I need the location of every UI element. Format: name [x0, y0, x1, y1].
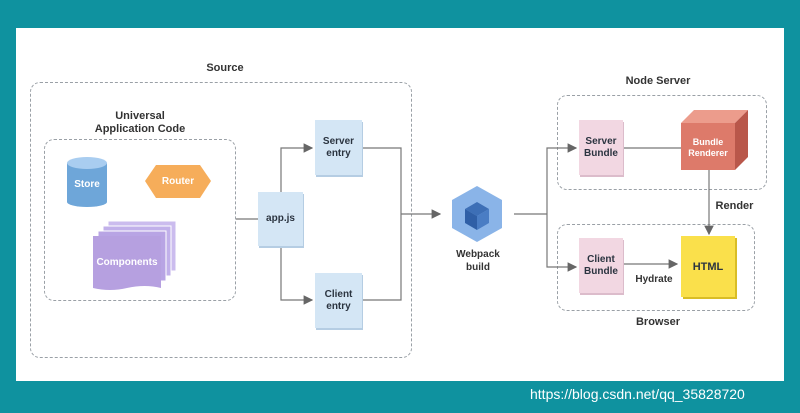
html-file: HTML — [681, 236, 735, 297]
node-server-group — [557, 95, 767, 190]
components-label: Components — [96, 257, 158, 268]
watermark-text: https://blog.csdn.net/qq_35828720 — [530, 386, 745, 402]
bundle-renderer-box — [681, 110, 748, 170]
store-label: Store — [74, 179, 100, 190]
appjs-to-client-entry-arrow — [280, 246, 314, 305]
router-label: Router — [161, 176, 195, 187]
render-label: Render — [715, 200, 754, 212]
router-icon — [145, 165, 211, 198]
server-entry-file: Server entry — [315, 120, 362, 175]
server-bundle-file: Server Bundle — [579, 120, 623, 175]
bundle-renderer-label: Bundle Renderer — [688, 137, 728, 158]
client-entry-file: Client entry — [315, 273, 362, 328]
client-bundle-file: Client Bundle — [579, 238, 623, 293]
components-icon — [93, 220, 177, 290]
webpack-icon — [452, 186, 502, 242]
diagram-canvas — [16, 28, 784, 381]
node-server-title: Node Server — [625, 75, 691, 87]
webpack-label: Webpack build — [456, 249, 500, 273]
to-client-bundle-arrow — [546, 214, 578, 272]
client-entry-to-build-line — [362, 214, 402, 301]
source-title: Source — [206, 62, 244, 74]
to-server-bundle-arrow — [546, 143, 578, 214]
browser-title: Browser — [635, 316, 681, 328]
source-group — [30, 82, 412, 358]
universal-code-group — [44, 139, 236, 301]
appjs-file: app.js — [258, 192, 303, 246]
hydrate-label: Hydrate — [635, 274, 673, 285]
appjs-to-server-entry-arrow — [280, 143, 314, 196]
store-icon — [67, 157, 107, 207]
server-entry-to-build-line — [362, 147, 402, 214]
universal-code-title: Universal Application Code — [94, 110, 186, 135]
